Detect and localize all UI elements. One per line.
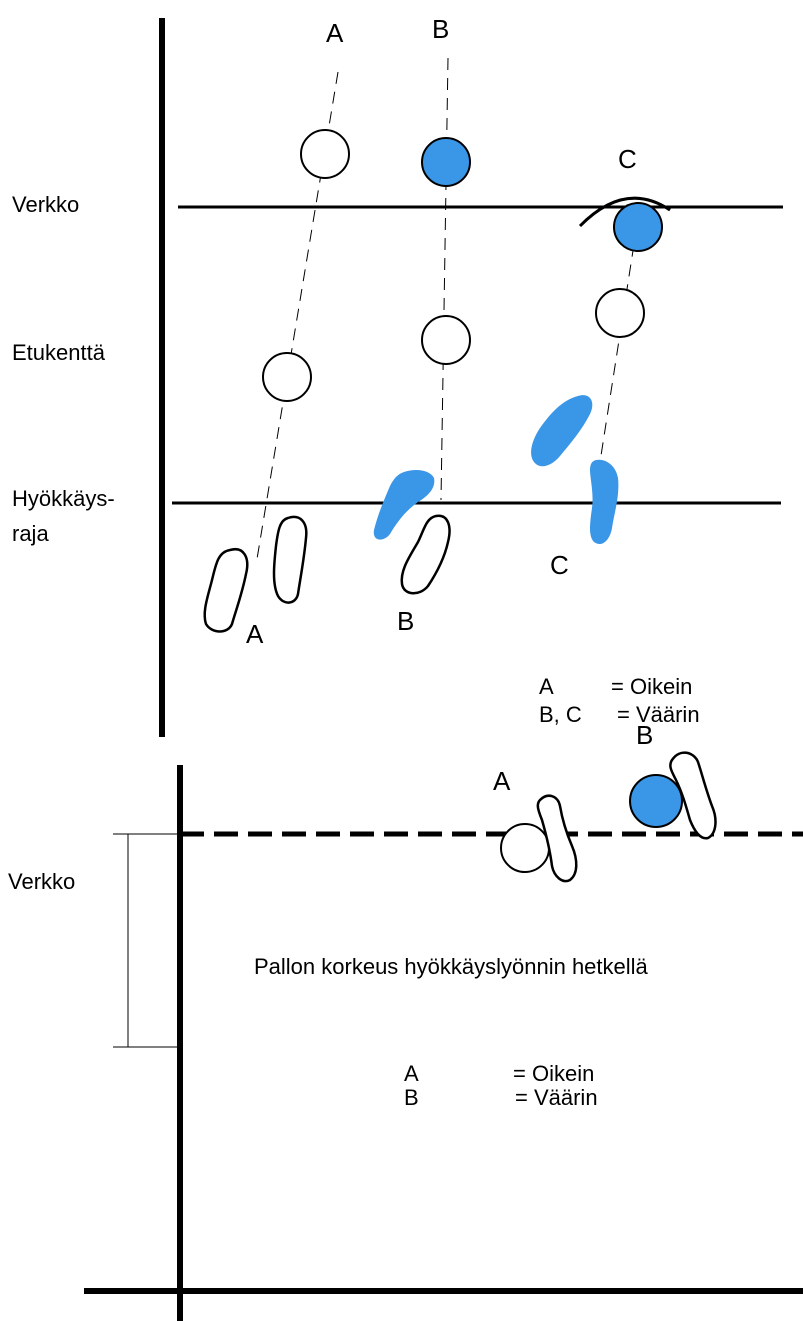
bottom-legend-value-2: = Väärin [515, 1085, 598, 1110]
footprint-c-upper [531, 395, 593, 467]
bottom-legend-key-2: B [404, 1085, 419, 1110]
attack-line-label-2: raja [12, 521, 49, 546]
top-legend-key-1: A [539, 674, 554, 699]
bottom-ball-label-b: B [636, 720, 653, 750]
ball-c-net-fault [613, 202, 663, 252]
bottom-ball-a [500, 823, 550, 873]
foot-label-c: C [550, 550, 569, 580]
ball-b-high-fault [421, 137, 471, 187]
trajectory-label-c: C [618, 144, 637, 174]
footprint-b-outline [400, 514, 451, 595]
ball-c-low [595, 288, 645, 338]
bottom-legend-value-1: = Oikein [513, 1061, 594, 1086]
foot-label-b: B [397, 606, 414, 636]
hand-b [669, 751, 717, 840]
bottom-legend-key-1: A [404, 1061, 419, 1086]
hand-a [536, 794, 578, 883]
top-legend: A = Oikein B, C = Väärin [539, 674, 700, 727]
top-legend-value-1: = Oikein [611, 674, 692, 699]
trajectory-c [599, 224, 638, 463]
net-height-bracket [113, 833, 180, 1048]
hand-arc-c [578, 196, 671, 228]
bottom-legend: A = Oikein B = Väärin [404, 1061, 598, 1110]
bottom-ball-b-main [629, 774, 683, 828]
footprint-a-left [203, 547, 249, 633]
footprint-c-lower [590, 459, 619, 545]
bottom-caption: Pallon korkeus hyökkäyslyönnin hetkellä [254, 954, 649, 979]
bottom-diagram: Verkko A B Pallon korkeus hyökkäyslyönni… [8, 720, 803, 1321]
bottom-net-label: Verkko [8, 869, 75, 894]
ball-a-high [300, 129, 350, 179]
footprint-a-right [272, 515, 308, 604]
top-diagram: Verkko Etukenttä Hyökkäys- raja A B C A … [12, 14, 783, 737]
ball-a-low [262, 352, 312, 402]
trajectory-label-a: A [326, 18, 344, 48]
bottom-ball-label-a: A [493, 766, 511, 796]
top-legend-key-2: B, C [539, 702, 582, 727]
attack-line-label-1: Hyökkäys- [12, 486, 115, 511]
top-net-label: Verkko [12, 192, 79, 217]
front-zone-label: Etukenttä [12, 340, 106, 365]
top-legend-value-2: = Väärin [617, 702, 700, 727]
ball-b-low [421, 315, 471, 365]
trajectory-label-b: B [432, 14, 449, 44]
foot-label-a: A [246, 619, 264, 649]
footprint-b-fault [373, 470, 435, 540]
trajectory-b [440, 57, 449, 501]
